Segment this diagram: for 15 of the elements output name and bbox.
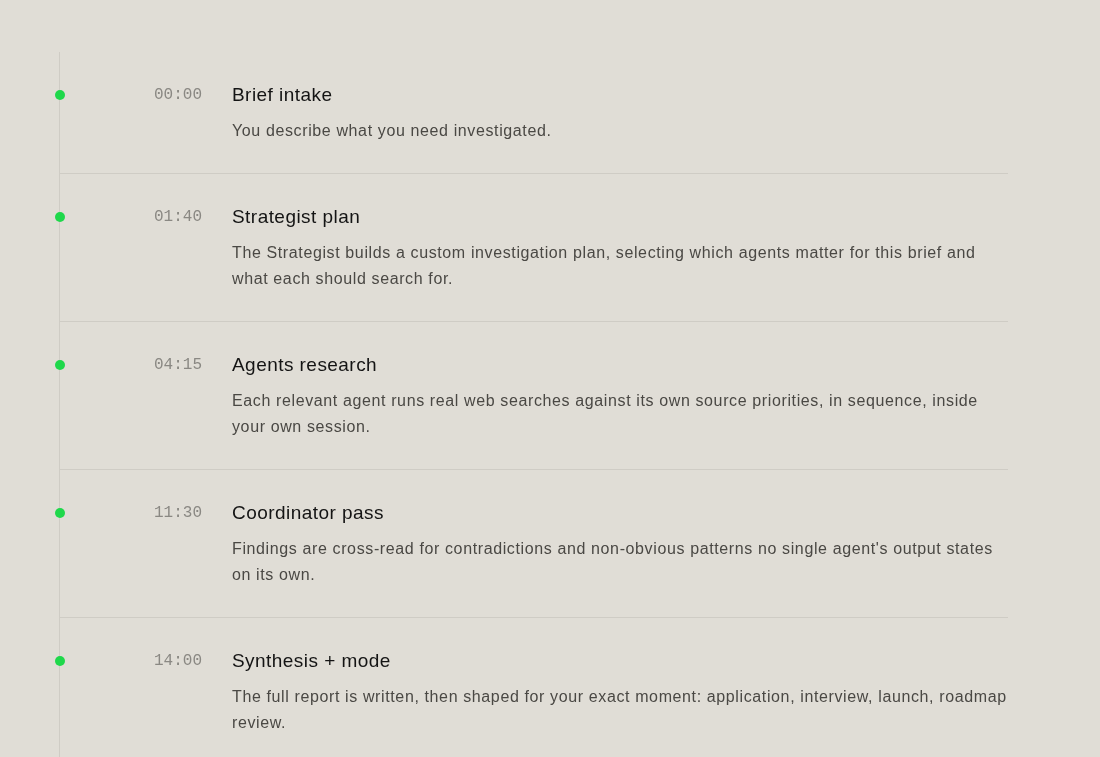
step-description: The full report is written, then shaped for your exact moment: application, interview, launch, roadmap review. xyxy=(232,687,1008,733)
step-description: Each relevant agent runs real web searches against its own source priorities, in sequence, inside your own session. xyxy=(232,391,979,437)
step-description: The Strategist builds a custom investigation plan, selecting which agents matter for this brief and what each should search for. xyxy=(232,243,977,289)
time-label: 11:30 xyxy=(154,503,202,524)
step-title: Strategist plan xyxy=(232,205,362,229)
step-description: Findings are cross-read for contradictions and non-obvious patterns no single agent's output states on its own. xyxy=(232,539,994,585)
step-description: You describe what you need investigated. xyxy=(232,121,553,141)
step-title: Coordinator pass xyxy=(232,501,385,525)
time-label: 04:15 xyxy=(154,355,202,376)
time-label: 14:00 xyxy=(154,651,202,672)
step-title: Synthesis + mode xyxy=(232,649,392,673)
time-label: 01:40 xyxy=(154,207,202,228)
time-label: 00:00 xyxy=(154,85,202,106)
step-title: Agents research xyxy=(232,353,379,377)
step-title: Brief intake xyxy=(232,83,334,107)
